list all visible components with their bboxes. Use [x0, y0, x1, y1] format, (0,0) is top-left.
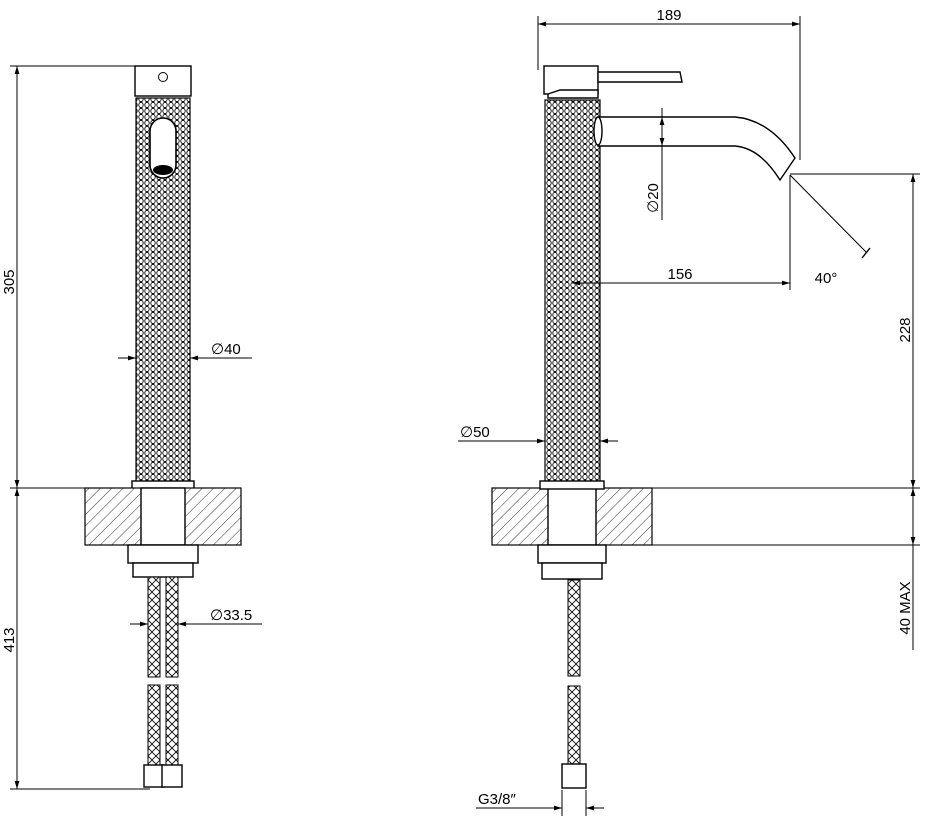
- side-angle-label: 40°: [815, 270, 838, 287]
- front-hose-right: [165, 576, 179, 678]
- side-fitting: [561, 763, 587, 789]
- side-fixing-nut: [537, 544, 607, 564]
- side-hose-lower: [567, 685, 581, 765]
- front-deck-hole: [140, 487, 186, 546]
- side-deck-hole: [547, 487, 597, 546]
- front-aerator-window: [149, 117, 177, 179]
- side-hose-upper: [567, 579, 581, 677]
- front-dia40-label: ∅40: [211, 341, 241, 358]
- front-height-305-label: 305: [1, 269, 18, 294]
- front-fixing-washer: [132, 562, 194, 578]
- front-dia33-label: ∅33.5: [210, 607, 252, 624]
- side-angle-tick: [861, 247, 871, 259]
- front-fitting-right: [161, 764, 183, 788]
- side-thread-label: G3/8″: [478, 791, 517, 808]
- front-fixing-nut: [127, 544, 199, 564]
- front-hose-left: [147, 576, 161, 678]
- front-cap-indicator-icon: [158, 72, 168, 82]
- side-cap-collar: [547, 89, 599, 99]
- side-reach-156-label: 156: [667, 266, 692, 283]
- side-dia50-label: ∅50: [460, 424, 490, 441]
- front-hose-right-lower: [165, 684, 179, 766]
- side-height-228-label: 228: [897, 317, 914, 342]
- side-width-189-label: 189: [656, 7, 681, 24]
- aerator-icon: [153, 165, 173, 175]
- side-angle-line: [789, 174, 867, 253]
- side-spout-joint: [593, 116, 603, 146]
- side-40max-label: 40 MAX: [897, 581, 914, 634]
- front-view: 305 413 ∅40 ∅33.5: [1, 65, 262, 790]
- side-spout: [597, 116, 796, 182]
- front-height-413-label: 413: [1, 627, 18, 652]
- side-lever-handle: [597, 71, 683, 83]
- front-fitting-left: [143, 764, 165, 788]
- side-dia20-label: ∅20: [645, 183, 662, 213]
- side-view: 189 ∅20 156 40° 228: [458, 7, 920, 816]
- side-fixing-washer: [541, 562, 603, 580]
- side-knurled-body: [544, 99, 601, 483]
- front-hose-left-lower: [147, 684, 161, 766]
- side-base-ring: [539, 480, 605, 490]
